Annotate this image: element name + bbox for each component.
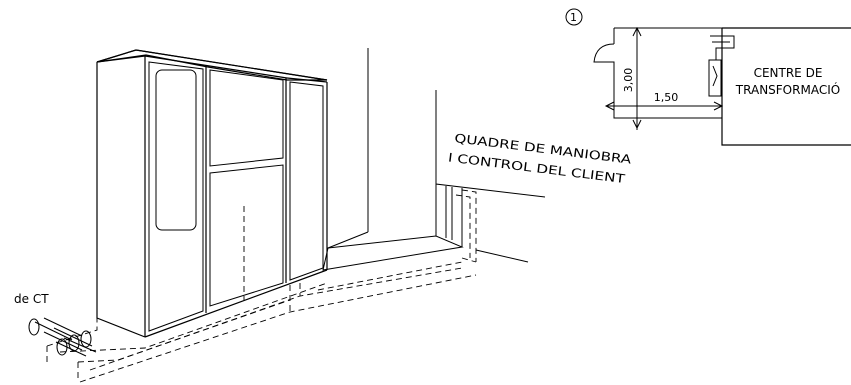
callout-circle [565, 8, 583, 26]
dimension-horizontal: 1,50 [654, 91, 679, 104]
detail-plan-view: 1 3,00 1,50 CENTRE DE TRANSFORMACIÓ [565, 8, 851, 146]
cable-conduits [28, 317, 97, 357]
callout-number: 1 [570, 11, 577, 24]
room-walls [322, 48, 546, 271]
perspective-view: de CT QUADRE DE MANIOBRA I CONTROL DEL C… [14, 48, 633, 383]
room-label-line2: TRANSFORMACIÓ [735, 82, 840, 97]
dimension-vertical: 3,00 [622, 68, 635, 93]
cable-trench [46, 189, 477, 383]
room-label-line1: CENTRE DE [754, 66, 823, 80]
switchgear-cabinet [96, 49, 328, 338]
panel-label: QUADRE DE MANIOBRA I CONTROL DEL CLIENT [447, 131, 633, 186]
cable-label: de CT [14, 292, 49, 306]
